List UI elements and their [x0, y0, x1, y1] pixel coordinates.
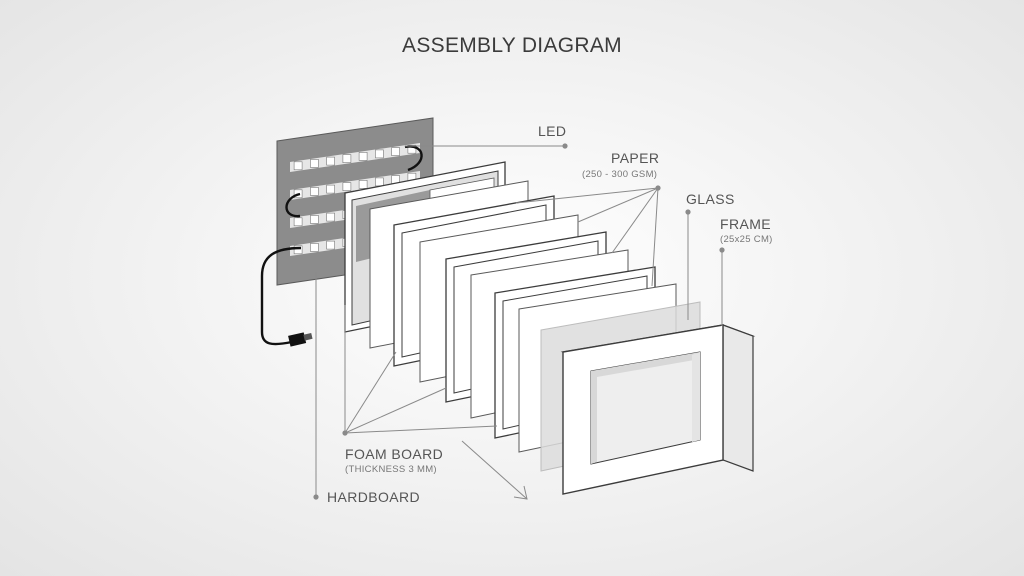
label-frame: FRAME — [720, 216, 771, 232]
led-chip — [375, 149, 384, 159]
label-frame-spec: (25x25 CM) — [720, 234, 773, 245]
led-chip — [342, 182, 352, 191]
led-chip — [326, 212, 335, 222]
led-chip — [310, 215, 319, 224]
led-chip — [375, 177, 384, 187]
label-hardboard: HARDBOARD — [327, 489, 420, 505]
led-chip — [407, 144, 417, 154]
led-chip — [310, 243, 319, 252]
usb-cable — [260, 246, 313, 347]
label-foam-board-spec: (THICKNESS 3 MM) — [345, 464, 437, 475]
label-paper: PAPER — [611, 150, 659, 166]
led-chip — [293, 161, 303, 171]
led-chip — [326, 156, 335, 166]
led-chip — [326, 240, 335, 250]
leader-lines — [313, 143, 725, 500]
frame-box — [560, 324, 756, 495]
label-glass: GLASS — [686, 191, 735, 207]
label-paper-spec: (250 - 300 GSM) — [582, 169, 657, 180]
led-chip — [358, 180, 368, 189]
diagram-title: ASSEMBLY DIAGRAM — [402, 34, 622, 57]
led-strip — [290, 143, 420, 172]
led-chip — [358, 152, 368, 161]
led-chip — [342, 154, 352, 163]
label-led: LED — [538, 123, 566, 139]
led-strip — [290, 171, 420, 200]
led-chip — [391, 147, 400, 156]
led-chip — [326, 184, 335, 194]
led-chip — [293, 217, 303, 227]
led-chip — [310, 159, 319, 168]
led-chip — [310, 187, 319, 196]
label-foam-board: FOAM BOARD — [345, 446, 443, 462]
led-chip — [293, 245, 303, 255]
